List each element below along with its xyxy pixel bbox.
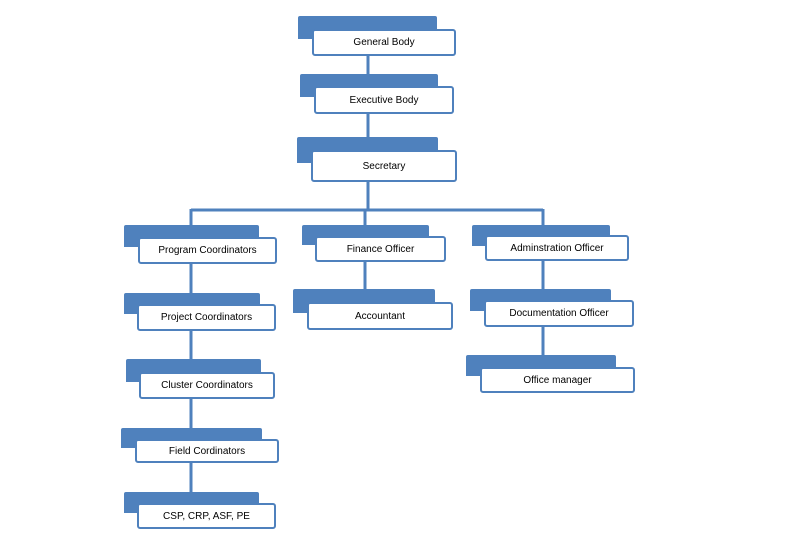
node-label: Office manager	[480, 367, 635, 393]
node-label: Project Coordinators	[137, 304, 276, 331]
node-label: Documentation Officer	[484, 300, 634, 327]
node-label: Finance Officer	[315, 236, 446, 262]
node-label: Executive Body	[314, 86, 454, 114]
node-label: CSP, CRP, ASF, PE	[137, 503, 276, 529]
node-label: Cluster Coordinators	[139, 372, 275, 399]
node-label: Adminstration Officer	[485, 235, 629, 261]
node-label: Secretary	[311, 150, 457, 182]
node-label: General Body	[312, 29, 456, 56]
node-label: Program Coordinators	[138, 237, 277, 264]
node-label: Field Cordinators	[135, 439, 279, 463]
node-label: Accountant	[307, 302, 453, 330]
